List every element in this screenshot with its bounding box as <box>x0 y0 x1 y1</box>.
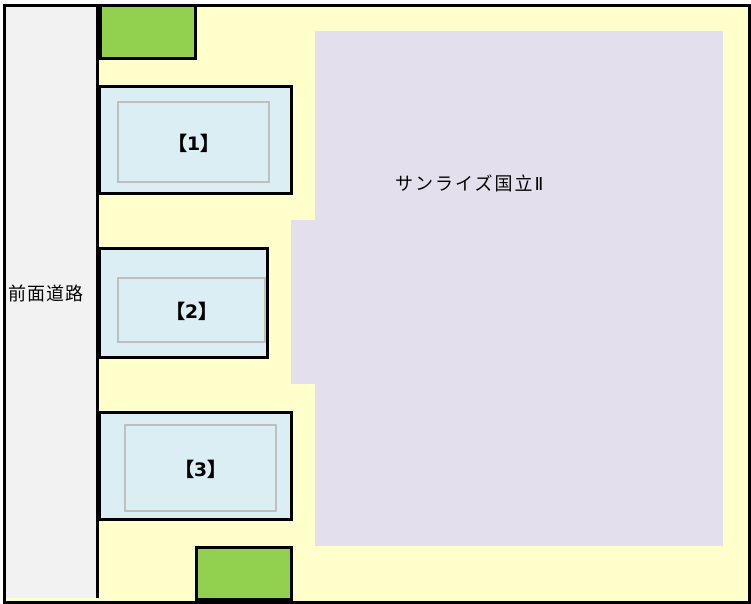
parking-lot-2[interactable]: 【2】 <box>98 247 269 359</box>
green-area-top <box>99 4 197 60</box>
front-road <box>6 7 99 598</box>
building-notch <box>291 220 316 384</box>
parking-space-3: 【3】 <box>124 424 277 512</box>
parking-lot-1[interactable]: 【1】 <box>98 85 293 195</box>
building-label: サンライズ国立Ⅱ <box>395 174 546 195</box>
green-area-bottom <box>195 546 293 601</box>
parking-lot-3[interactable]: 【3】 <box>98 411 293 521</box>
parking-space-2: 【2】 <box>117 277 266 343</box>
front-road-label: 前面道路 <box>8 284 84 305</box>
building-main <box>315 31 723 546</box>
parking-space-1: 【1】 <box>117 101 270 183</box>
